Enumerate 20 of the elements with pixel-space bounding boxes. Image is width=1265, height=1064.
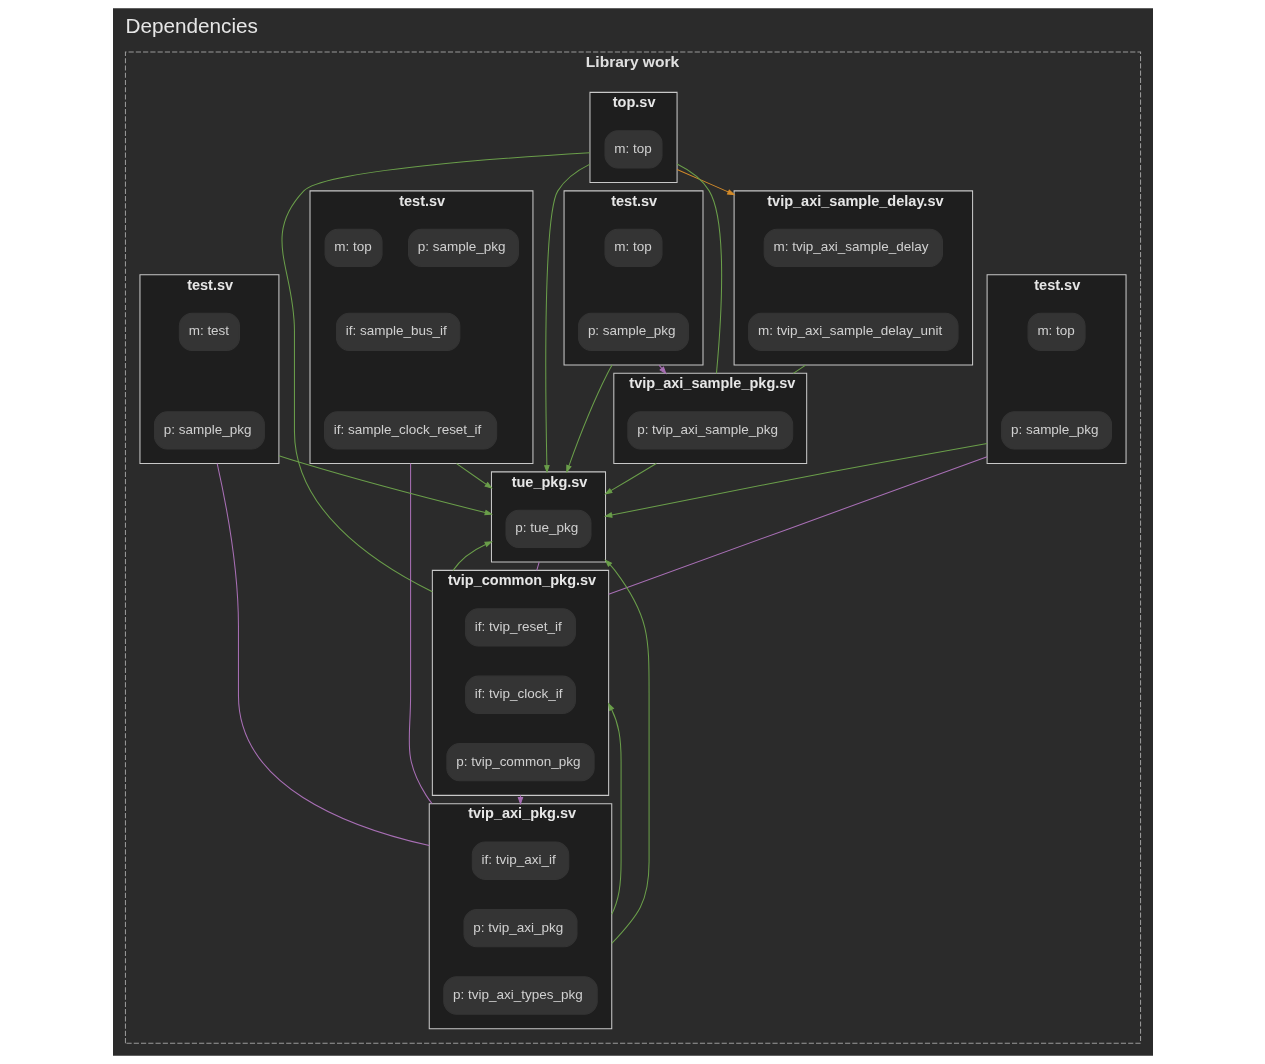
- arrow: [452, 541, 493, 571]
- arrow: [277, 455, 493, 516]
- arrow: [607, 702, 622, 915]
- connector: [281, 152, 590, 593]
- arrow: [543, 163, 590, 474]
- arrow: [565, 364, 613, 474]
- connector: [408, 463, 433, 805]
- arrow: [603, 463, 657, 495]
- arrow: [603, 443, 988, 518]
- arrow: [676, 169, 736, 196]
- diagram-title: Dependencies: [124, 14, 258, 38]
- arrow: [603, 559, 650, 944]
- connector: [676, 163, 722, 374]
- connector: [792, 364, 806, 374]
- arrow: [517, 794, 523, 806]
- arrow: [455, 463, 493, 489]
- connector: [535, 561, 540, 571]
- arrow: [658, 364, 667, 375]
- connector: [216, 463, 430, 847]
- connector: [607, 456, 988, 595]
